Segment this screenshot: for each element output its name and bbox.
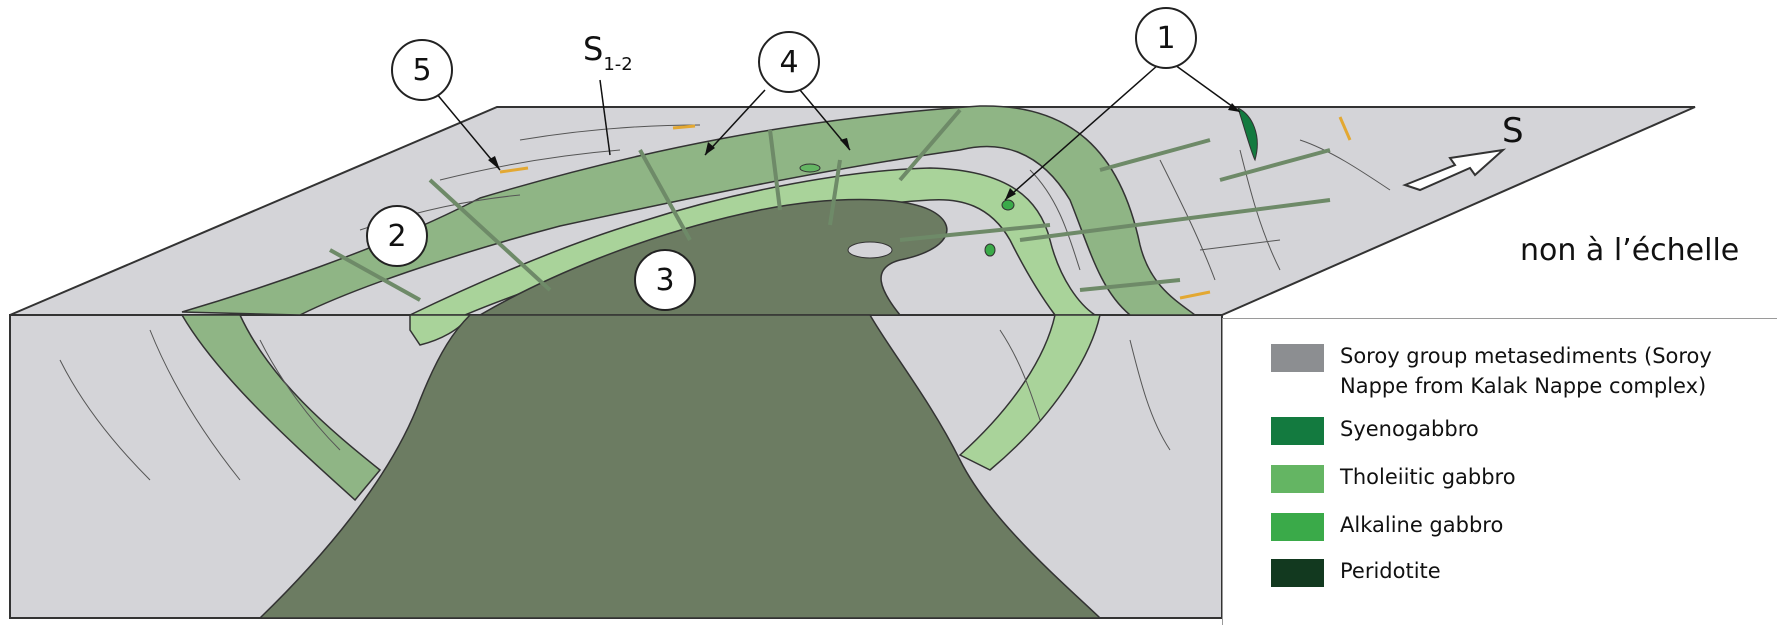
legend-swatch — [1271, 559, 1324, 587]
outer-gabbro-band-front — [180, 314, 382, 502]
direction-arrow — [1402, 148, 1507, 192]
legend-item-soroy: Soroy group metasediments (Soroy Nappe f… — [1271, 341, 1760, 401]
direction-label: S — [1502, 111, 1524, 151]
legend: Soroy group metasediments (Soroy Nappe f… — [1222, 318, 1777, 625]
legend-item-tholeiitic: Tholeiitic gabbro — [1271, 462, 1760, 493]
legend-label: Syenogabbro — [1340, 417, 1479, 441]
svg-text:3: 3 — [655, 263, 674, 298]
arrowheads — [488, 103, 1240, 200]
legend-swatch — [1271, 344, 1324, 372]
legend-swatch — [1271, 465, 1324, 493]
alkaline-pod — [799, 163, 821, 173]
legend-label: Alkaline gabbro — [1340, 513, 1504, 537]
vein-set — [499, 116, 1352, 300]
callout-3: 3 — [634, 249, 696, 311]
alkaline-pod — [1001, 199, 1015, 211]
peridotite-core-top — [477, 198, 948, 316]
foliation-label-sub: 1-2 — [603, 54, 632, 75]
legend-item-alkaline: Alkaline gabbro — [1271, 510, 1760, 541]
legend-label: Peridotite — [1340, 559, 1441, 583]
legend-swatch — [1271, 417, 1324, 445]
legend-label: Soroy group metasediments (Soroy Nappe f… — [1340, 344, 1712, 398]
callout-4: 4 — [758, 31, 820, 93]
peridotite-xenolith — [847, 241, 893, 259]
callout-1: 1 — [1135, 7, 1197, 69]
foliation-label-main: S — [583, 30, 603, 68]
foliation-label: S1-2 — [583, 30, 633, 75]
scale-note: non à l’échelle — [1520, 233, 1739, 268]
svg-text:4: 4 — [779, 45, 798, 80]
callout-2: 2 — [366, 205, 428, 267]
syenogabbro-lens — [1237, 107, 1258, 162]
dyke-set — [329, 108, 1331, 302]
peridotite-core-front — [258, 314, 1102, 619]
legend-item-peridotite: Peridotite — [1271, 556, 1760, 587]
outer-gabbro-band-top — [181, 105, 1198, 316]
callout-5: 5 — [391, 39, 453, 101]
foliation-traces — [59, 124, 1391, 481]
legend-label: Tholeiitic gabbro — [1340, 465, 1516, 489]
svg-text:5: 5 — [412, 53, 431, 88]
legend-item-syenogabbro: Syenogabbro — [1271, 414, 1760, 445]
svg-text:1: 1 — [1156, 21, 1175, 56]
legend-swatch — [1271, 513, 1324, 541]
alkaline-pod — [984, 243, 996, 257]
svg-text:2: 2 — [387, 219, 406, 254]
